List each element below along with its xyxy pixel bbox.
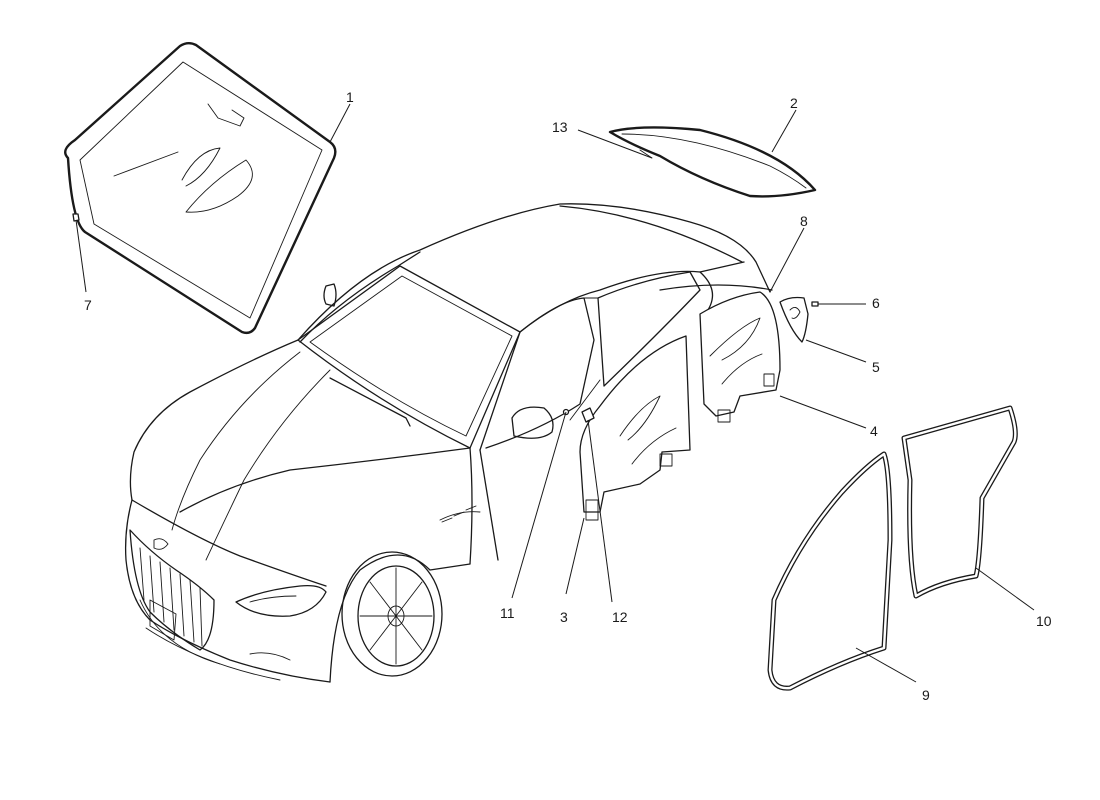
callout-8: 8 bbox=[800, 213, 808, 229]
leader-lines bbox=[75, 103, 1035, 683]
front-door-seal-part bbox=[767, 451, 893, 691]
callout-13: 13 bbox=[552, 119, 568, 135]
callout-5: 5 bbox=[872, 359, 880, 375]
callout-9: 9 bbox=[922, 687, 930, 703]
car-body bbox=[124, 203, 771, 683]
callout-6: 6 bbox=[872, 295, 880, 311]
bracket-part-12 bbox=[569, 379, 601, 423]
callout-3: 3 bbox=[560, 609, 568, 625]
callout-11: 11 bbox=[500, 605, 515, 621]
rear-window-strip-part bbox=[659, 284, 773, 291]
front-door-glass-part bbox=[579, 335, 691, 521]
quarter-glass-part bbox=[779, 296, 809, 343]
rear-door-seal-part bbox=[901, 405, 1018, 599]
rear-door-glass-part bbox=[699, 291, 781, 423]
clip-part-7 bbox=[72, 213, 80, 222]
callout-1: 1 bbox=[346, 89, 354, 105]
callout-7: 7 bbox=[84, 297, 92, 313]
callout-12: 12 bbox=[612, 609, 628, 625]
rear-window-part bbox=[608, 126, 817, 198]
clip-part-6 bbox=[811, 301, 819, 307]
callouts: 1 2 13 8 6 5 4 7 11 3 12 9 10 bbox=[84, 89, 1052, 703]
windshield-part bbox=[64, 42, 337, 335]
callout-4: 4 bbox=[870, 423, 878, 439]
callout-10: 10 bbox=[1036, 613, 1052, 629]
callout-2: 2 bbox=[790, 95, 798, 111]
